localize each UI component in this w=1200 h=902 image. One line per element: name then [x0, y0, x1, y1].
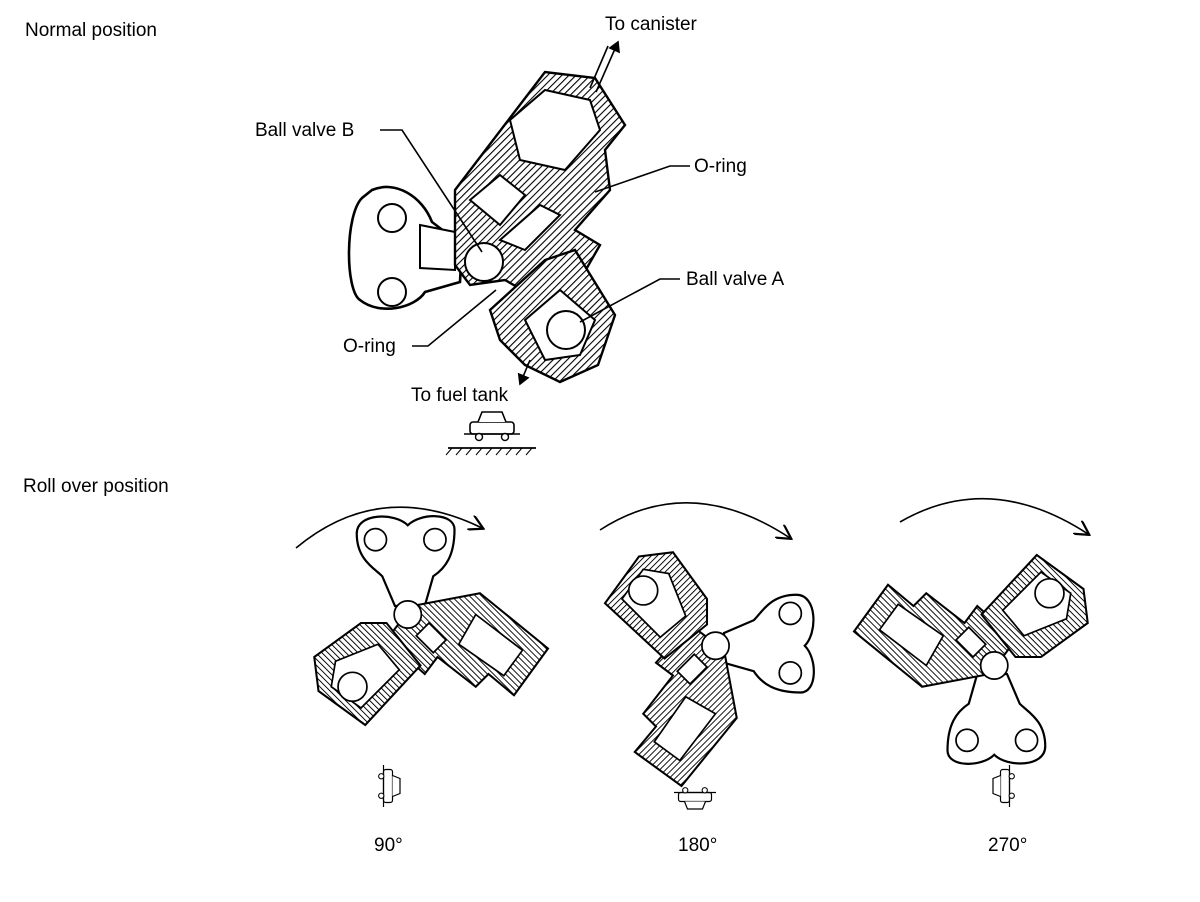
car-upright-icon — [463, 411, 521, 442]
angle-label-90: 90° — [374, 835, 403, 856]
ball-valve-b-shape — [464, 242, 504, 282]
normal-position-title: Normal position — [25, 20, 157, 41]
car-270-icon — [992, 764, 1015, 808]
angle-label-180: 180° — [678, 835, 717, 856]
ball-valve-a-shape — [546, 310, 586, 350]
valve-180-degrees — [603, 551, 815, 788]
rollover-position-title: Roll over position — [23, 476, 169, 497]
valve-90-degrees — [313, 515, 550, 727]
label-ball-valve-b: Ball valve B — [255, 120, 354, 141]
car-90-icon — [378, 764, 401, 808]
leader-ball-valve-a — [579, 278, 680, 323]
label-to-canister: To canister — [605, 14, 698, 35]
rotation-arrow-180 — [599, 502, 790, 538]
leader-o-ring-right — [594, 165, 690, 193]
ground-icon — [445, 447, 536, 456]
leader-ball-valve-b — [380, 129, 483, 253]
label-to-fuel-tank: To fuel tank — [411, 385, 509, 406]
valve-normal-position — [347, 40, 627, 386]
label-o-ring-right: O-ring — [694, 156, 747, 177]
rotation-arrow-270 — [899, 497, 1088, 534]
angle-label-270: 270° — [988, 835, 1027, 856]
car-180-icon — [673, 787, 717, 810]
leader-o-ring-left — [412, 289, 497, 347]
valve-270-degrees — [852, 553, 1089, 765]
label-o-ring-left: O-ring — [343, 336, 396, 357]
label-ball-valve-a: Ball valve A — [686, 269, 785, 290]
rotation-arrow-90 — [295, 506, 482, 549]
